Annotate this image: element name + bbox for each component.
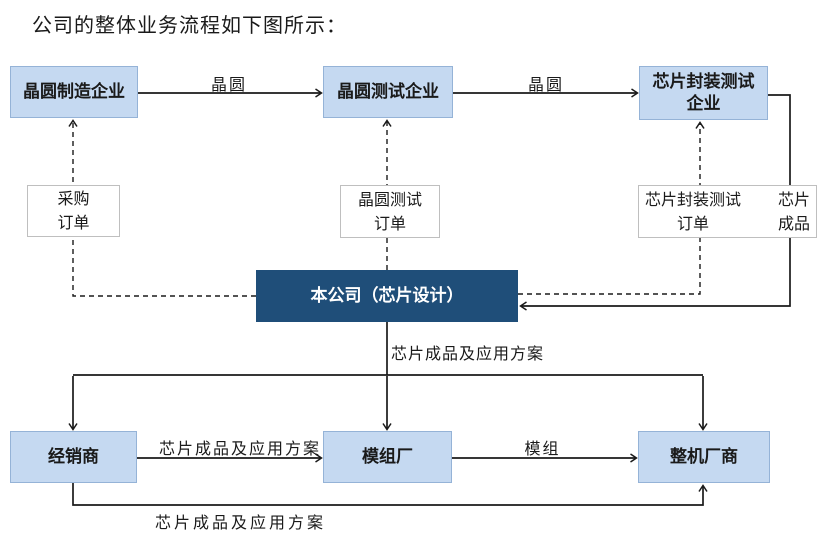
- edge-label-chip-and-solution-distributor: 芯片成品及应用方案: [158, 439, 321, 458]
- figure-title: 公司的整体业务流程如下图所示：: [32, 13, 347, 37]
- node-wafer-testing: 晶圆测试企业: [323, 66, 453, 118]
- label-chip-product: 芯片 成品: [777, 189, 810, 233]
- label-box-pkg-order-and-chip-product: 芯片封装测试 订单 芯片 成品: [638, 185, 817, 238]
- node-company-chip-design: 本公司（芯片设计）: [256, 270, 518, 322]
- edge-label-chip-and-solution-mid: 芯片成品及应用方案: [391, 344, 545, 363]
- label-box-purchase-order: 采购 订单: [27, 185, 120, 237]
- edge-purchase-order-dashed: [68, 119, 256, 297]
- edge-distributor-to-oem-bottom: [72, 483, 708, 506]
- node-module-factory: 模组厂: [323, 431, 452, 483]
- node-wafer-manufacturer: 晶圆制造企业: [10, 66, 138, 118]
- edge-pkg-test-order-dashed: [518, 121, 705, 295]
- node-oem-manufacturer: 整机厂商: [638, 431, 770, 483]
- node-distributor: 经销商: [10, 431, 137, 483]
- edge-label-module: 模组: [524, 439, 561, 458]
- node-chip-packaging-testing: 芯片封装测试 企业: [639, 66, 768, 120]
- label-box-wafer-test-order: 晶圆测试 订单: [340, 185, 440, 238]
- edge-label-chip-and-solution-bottom: 芯片成品及应用方案: [154, 513, 326, 532]
- label-pkg-test-order: 芯片封装测试 订单: [645, 189, 742, 233]
- edge-label-wafer-2: 晶圆: [527, 75, 564, 94]
- edge-label-wafer-1: 晶圆: [210, 75, 247, 94]
